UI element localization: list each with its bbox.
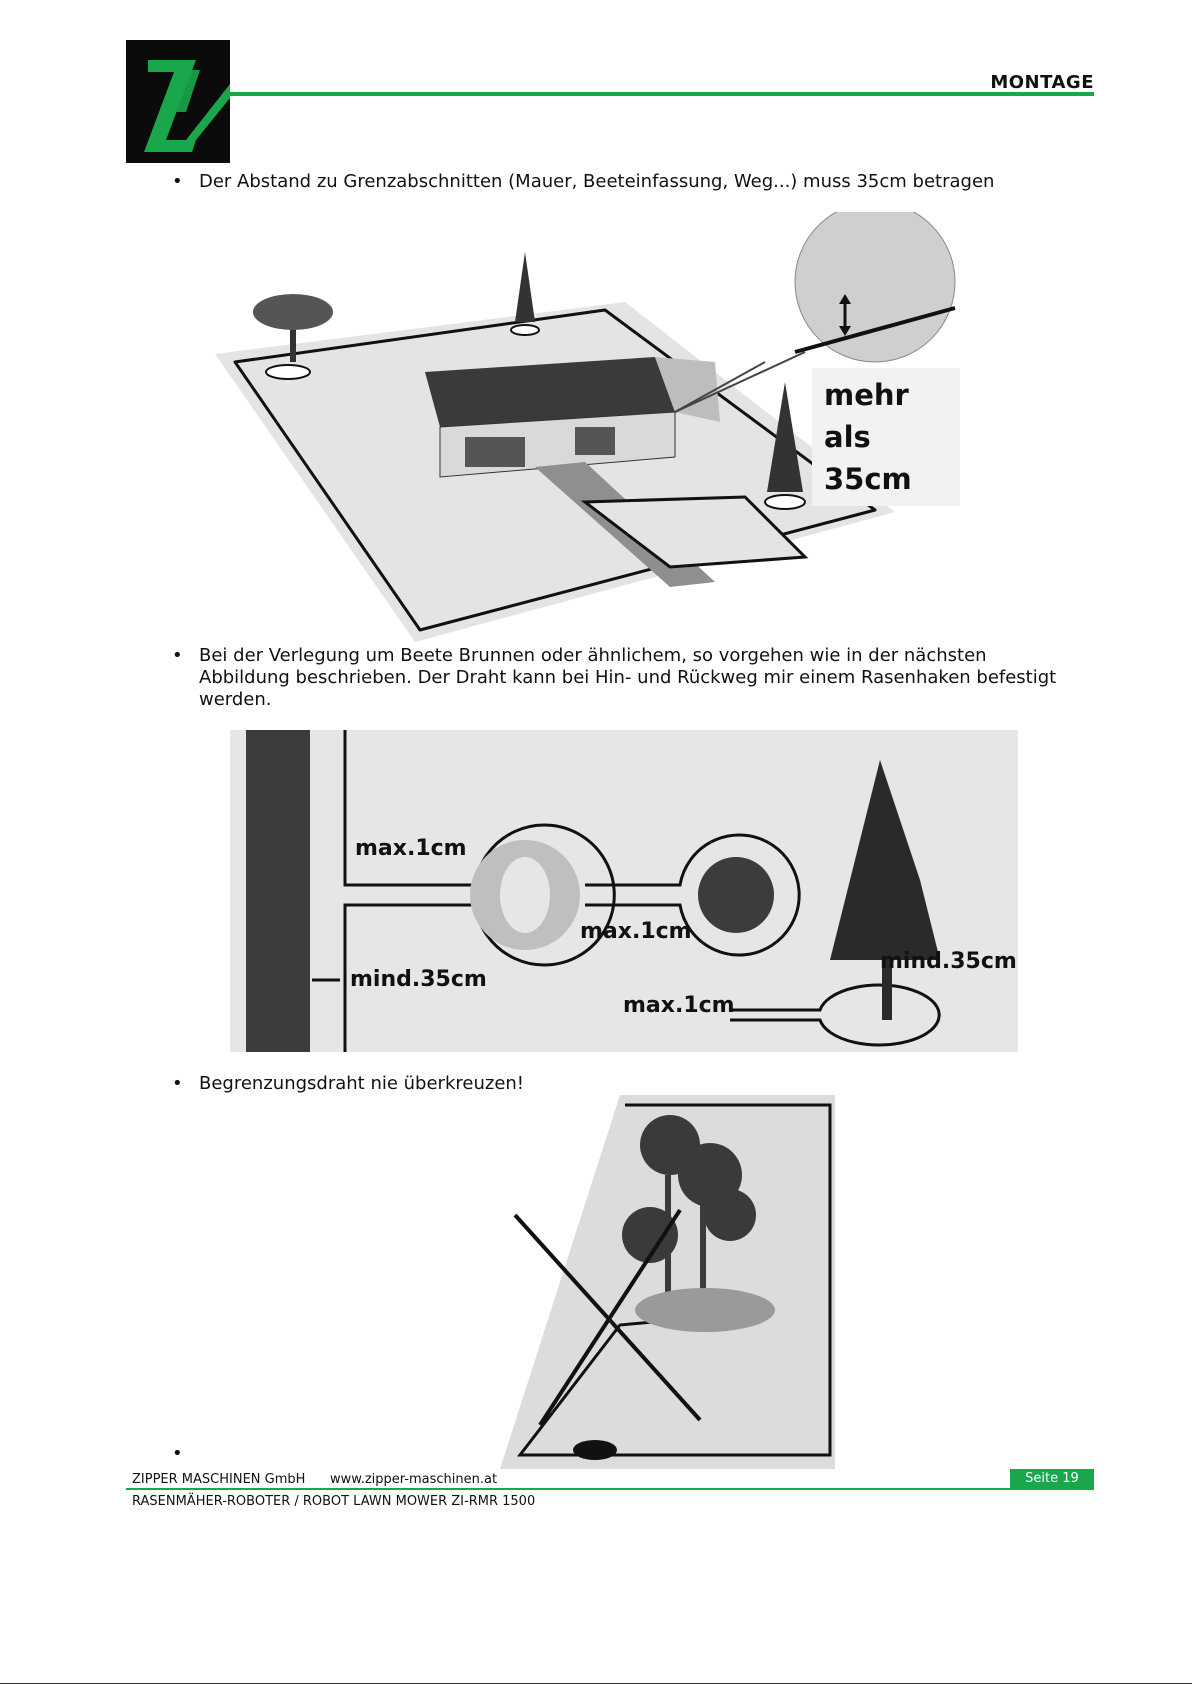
bullet-text: Begrenzungsdraht nie überkreuzen! — [199, 1073, 525, 1094]
wire-routing-labels: max.1cm max.1cm max.1cm mind.35cm mind.3… — [350, 836, 1017, 1018]
callout-line: mehr als — [824, 378, 909, 454]
figure-wire-routing: max.1cm max.1cm max.1cm mind.35cm mind.3… — [230, 730, 1018, 1052]
bullet-item: • Bei der Verlegung um Beete Brunnen ode… — [172, 645, 1062, 711]
header-rule — [226, 92, 1094, 96]
tree-icon — [510, 252, 540, 336]
tree-icon — [830, 760, 940, 960]
bullet-dot: • — [172, 1073, 183, 1094]
tree-icon — [253, 294, 333, 380]
zipper-logo-icon — [126, 40, 230, 163]
bullet-text: Bei der Verlegung um Beete Brunnen oder … — [199, 645, 1057, 710]
cross-out-line — [513, 1213, 702, 1422]
figure-lawn-layout — [205, 201, 965, 647]
label-max-top: max.1cm — [355, 836, 467, 861]
section-title: MONTAGE — [990, 72, 1094, 93]
label-max-bottom: max.1cm — [623, 993, 735, 1018]
footer-company: ZIPPER MASCHINEN GmbH — [132, 1472, 306, 1487]
label-max-mid: max.1cm — [580, 919, 692, 944]
bullet-dot: • — [172, 1443, 183, 1464]
bullet-dot: • — [172, 171, 183, 192]
footer-website[interactable]: www.zipper-maschinen.at — [330, 1472, 498, 1487]
bullet-text: Der Abstand zu Grenzabschnitten (Mauer, … — [199, 171, 995, 192]
footer-product: RASENMÄHER-ROBOTER / ROBOT LAWN MOWER ZI… — [132, 1494, 536, 1509]
bullet-dot: • — [172, 645, 183, 666]
wire-routing-diagram — [230, 730, 1018, 1052]
lawn-layout-illustration — [215, 201, 956, 642]
label-min-left: mind.35cm — [350, 967, 487, 992]
tree-icon — [622, 1115, 756, 1305]
wall-pattern — [246, 730, 310, 1052]
tree-icon — [764, 382, 806, 510]
callout-line: 35cm — [824, 462, 912, 496]
figure-no-crossing — [500, 1095, 835, 1469]
distance-callout: mehr als 35cm — [812, 368, 960, 506]
cross-out-line — [538, 1208, 682, 1427]
label-min-right: mind.35cm — [880, 949, 1017, 974]
no-crossing-illustration — [500, 1095, 835, 1469]
footer-rule — [126, 1488, 1094, 1490]
page-edge-rule — [0, 1683, 1192, 1684]
zipper-logo — [126, 40, 230, 163]
page-number-badge: Seite 19 — [1010, 1469, 1094, 1489]
